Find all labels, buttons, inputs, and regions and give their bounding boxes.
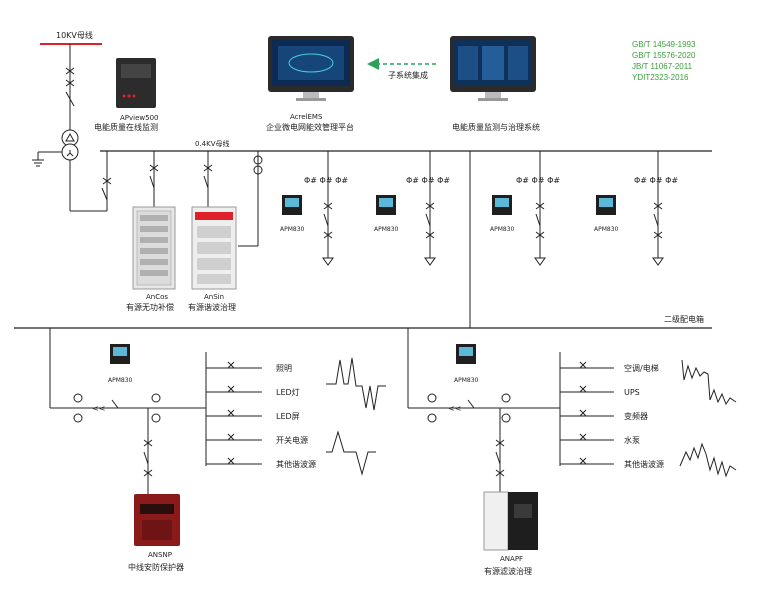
cabinet-icon: [191, 206, 237, 290]
ancos-name: 有源无功补偿: [126, 302, 174, 312]
svg-text:开关电源: 开关电源: [276, 435, 308, 445]
list-item: 水泵: [560, 433, 640, 445]
load-arrow-icon: [424, 257, 436, 266]
meter-icon: [376, 195, 396, 215]
meter-label: APM830: [374, 226, 399, 233]
meter-icon: [456, 344, 476, 364]
list-item: 空调/电梯: [560, 361, 659, 373]
waveform-icon: [679, 442, 737, 478]
current-transformer-icon: Φ# Φ# Φ#: [634, 176, 678, 185]
ansin-cabinet: AnSin 有源谐波治理: [188, 206, 237, 312]
svg-text:空调/电梯: 空调/电梯: [624, 363, 659, 373]
meter-icon: [492, 195, 512, 215]
ansnp-model: ANSNP: [148, 551, 172, 559]
standard-3: JB/T 11067-2011: [632, 62, 693, 71]
svg-text:照明: 照明: [276, 364, 292, 373]
svg-text:其他谐波源: 其他谐波源: [624, 459, 664, 469]
svg-text:LED屏: LED屏: [276, 412, 300, 421]
meter-icon: [596, 195, 616, 215]
monitor-icon: [268, 36, 354, 101]
load-arrow-icon: [534, 257, 546, 266]
ansin-name: 有源谐波治理: [188, 302, 236, 312]
secondary-box-label: 二级配电箱: [664, 314, 704, 324]
hv-section: 10KV母线: [32, 30, 112, 212]
ancos-model: AnCos: [146, 293, 168, 301]
anapf-device: ANAPF 有源滤波治理: [483, 491, 538, 576]
integration-arrow: 子系统集成: [367, 58, 436, 80]
current-transformer-icon: Φ# Φ# Φ#: [304, 176, 348, 185]
meter-label: APM830: [490, 226, 515, 233]
current-transformer-icon: Φ# Φ# Φ#: [516, 176, 560, 185]
acrel-monitor: AcrelEMS 企业微电网能效管理平台: [266, 36, 354, 132]
apview-name: 电能质量在线监测: [94, 122, 158, 132]
standards-list: GB/T 14549-1993 GB/T 15576-2020 JB/T 110…: [632, 40, 696, 82]
ground-icon: [32, 152, 44, 167]
waveform-icon: [326, 430, 376, 476]
list-item: 其他谐波源: [206, 457, 316, 469]
waveform-icon: [326, 357, 386, 411]
anapf-name: 有源滤波治理: [484, 566, 532, 576]
svg-text:水泵: 水泵: [624, 435, 640, 445]
cabinet-icon: [132, 206, 176, 290]
list-item: 开关电源: [206, 433, 308, 445]
meters-upper: APM830 APM830 APM830 APM830: [280, 195, 619, 233]
list-item: UPS: [560, 385, 640, 397]
breaker-icon: [65, 67, 75, 107]
pq-system-name: 电能质量监测与治理系统: [452, 122, 540, 132]
acrel-model: AcrelEMS: [290, 113, 323, 121]
svg-text:变频器: 变频器: [624, 411, 648, 421]
meter-icon: [282, 195, 302, 215]
svg-text:<<: <<: [92, 404, 105, 413]
apview-model: APview500: [120, 114, 159, 122]
meter-label: APM830: [108, 377, 133, 384]
list-item: 其他谐波源: [560, 457, 664, 469]
svg-text:UPS: UPS: [624, 388, 640, 397]
meter-label: APM830: [454, 377, 479, 384]
standard-1: GB/T 14549-1993: [632, 40, 696, 49]
list-item: 照明: [206, 361, 292, 373]
pq-monitor: 电能质量监测与治理系统: [450, 36, 540, 132]
feeder-branches: Φ# Φ# Φ# Φ# Φ# Φ# Φ# Φ# Φ# Φ# Φ# Φ#: [304, 151, 678, 328]
meter-icon: [110, 344, 130, 364]
load-arrow-icon: [652, 257, 664, 266]
anapf-image: [483, 491, 509, 551]
lv-bus-label: 0.4KV母线: [195, 139, 230, 148]
meter-label: APM830: [594, 226, 619, 233]
left-load-list: 照明 LED灯 LED屏 开关电源 其他谐波源: [206, 361, 316, 469]
apview-device: APview500 电能质量在线监测: [94, 58, 159, 132]
hv-bus-label: 10KV母线: [56, 30, 93, 40]
integration-label: 子系统集成: [388, 70, 428, 80]
ansnp-name: 中线安防保护器: [128, 562, 184, 572]
ansin-model: AnSin: [204, 293, 224, 301]
ancos-cabinet: AnCos 有源无功补偿: [126, 206, 176, 312]
standard-4: YDIT2323-2016: [632, 73, 689, 82]
left-subpanel: << APM830: [49, 328, 207, 494]
list-item: LED灯: [206, 385, 300, 397]
list-item: 变频器: [560, 409, 648, 421]
waveform-icon: [681, 359, 737, 406]
acrel-name: 企业微电网能效管理平台: [266, 122, 354, 132]
standard-2: GB/T 15576-2020: [632, 51, 696, 60]
monitor-icon: [450, 36, 536, 101]
transformer-icon: [61, 129, 79, 161]
anapf-model: ANAPF: [500, 555, 523, 563]
svg-text:LED灯: LED灯: [276, 387, 300, 397]
current-transformer-icon: Φ# Φ# Φ#: [406, 176, 450, 185]
right-load-list: 空调/电梯 UPS 变频器 水泵 其他谐波源: [560, 361, 664, 469]
right-subpanel: << APM830: [407, 328, 561, 494]
svg-text:其他谐波源: 其他谐波源: [276, 459, 316, 469]
list-item: LED屏: [206, 409, 300, 421]
meter-label: APM830: [280, 226, 305, 233]
svg-text:<<: <<: [448, 404, 461, 413]
ansnp-device: ANSNP 中线安防保护器: [128, 494, 184, 572]
load-arrow-icon: [322, 257, 334, 266]
compensation-branches: [149, 151, 263, 247]
